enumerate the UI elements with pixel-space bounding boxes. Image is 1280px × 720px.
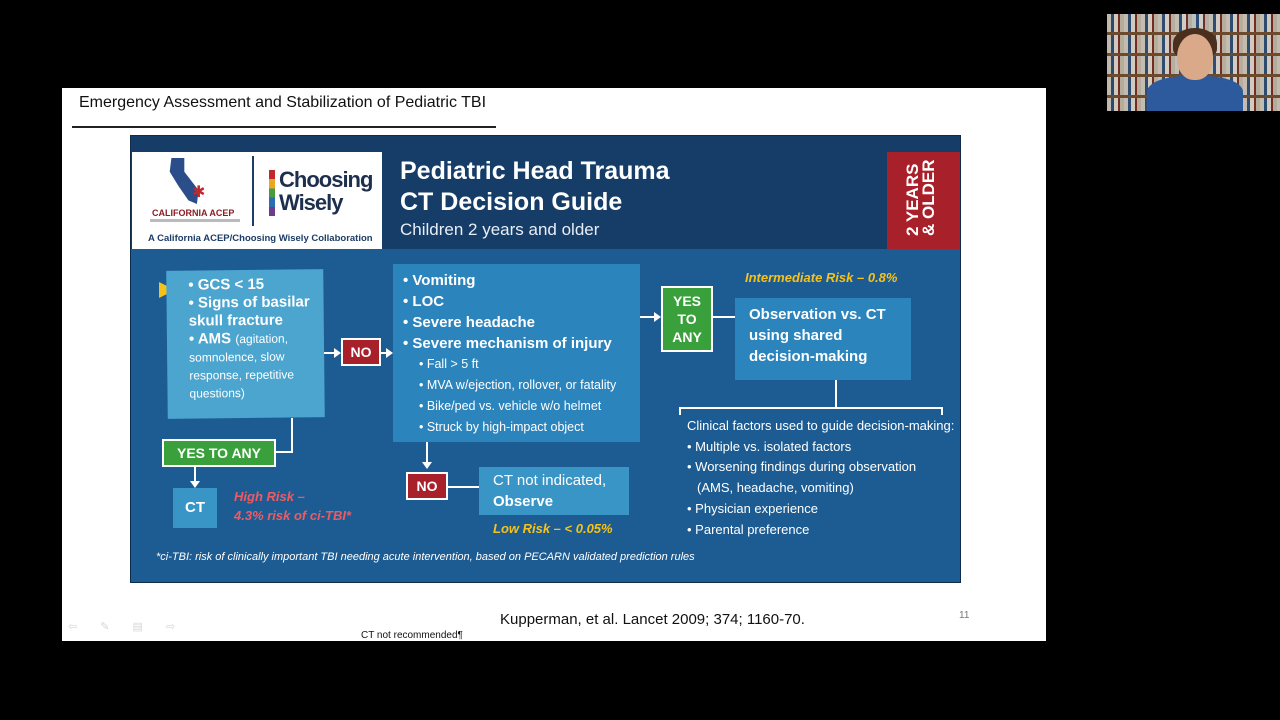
choosing-wisely-logo: Choosing Wisely: [279, 167, 373, 215]
choosing-wisely-color-bars: [269, 170, 275, 216]
logo-tagline-bar: [150, 219, 240, 222]
speaker-note: CT not recommended¶: [361, 630, 463, 641]
ct-not-indicated-text: CT not indicated,: [493, 472, 607, 489]
connector-line: [381, 352, 388, 354]
mechanism-mva: • MVA w/ejection, rollover, or fatality: [419, 378, 617, 392]
factor-item: • Physician experience: [687, 500, 819, 516]
slide-title: Emergency Assessment and Stabilization o…: [79, 94, 487, 111]
california-acep-logo: CALIFORNIA ACEP: [152, 208, 235, 218]
yes-to-any-tag: YES TO ANY: [162, 439, 276, 467]
connector-line: [194, 467, 196, 483]
connector-line: [426, 442, 428, 464]
intermediate-risk-criteria-box: • Vomiting • LOC • Severe headache • Sev…: [393, 264, 640, 442]
criterion-vomiting: • Vomiting: [403, 272, 476, 289]
footnote: *ci-TBI: risk of clinically important TB…: [156, 551, 695, 563]
bracket-line: [941, 407, 943, 415]
guide-title: Pediatric Head Trauma CT Decision Guide: [400, 156, 670, 218]
criterion-headache: • Severe headache: [403, 314, 535, 331]
ct-not-indicated-box: CT not indicated, Observe: [479, 467, 629, 515]
age-band-label: 2 YEARS & OLDER: [903, 159, 938, 237]
clinical-factors-list: Clinical factors used to guide decision-…: [687, 416, 954, 540]
guide-subtitle: Children 2 years and older: [400, 220, 600, 239]
intermediate-risk-label: Intermediate Risk – 0.8%: [745, 270, 898, 285]
presenter-webcam: [1107, 14, 1280, 111]
connector-line: [713, 316, 735, 318]
high-risk-label-line-1: High Risk –: [234, 489, 305, 504]
citation: Kupperman, et al. Lancet 2009; 374; 1160…: [500, 611, 805, 628]
criterion-ams-label: • AMS: [188, 330, 232, 348]
observation-text: Observation vs. CT using shared decision…: [749, 306, 886, 365]
star-of-life-icon: ✱: [192, 184, 206, 201]
high-risk-label-line-2: 4.3% risk of ci-TBI*: [234, 508, 352, 523]
connector-line: [291, 418, 293, 452]
yes-to-any-tag-label: YES TO ANY: [672, 293, 702, 345]
logo-divider: [252, 156, 254, 226]
criterion-basilar-fracture: • Signs of basilar skull fracture: [188, 293, 310, 330]
presenter-body: [1147, 76, 1243, 111]
yes-to-any-tag: YES TO ANY: [661, 286, 713, 352]
logo-panel: ✱ CALIFORNIA ACEP Choosing Wisely A Cali…: [132, 152, 382, 249]
connector-line: [324, 352, 336, 354]
bookshelf: [1107, 14, 1280, 32]
arrow-head-icon: [386, 348, 393, 358]
high-risk-label: High Risk – 4.3% risk of ci-TBI*: [234, 487, 351, 525]
slideshow-toolbar[interactable]: ⇦ ✎ ▤ ⇨: [68, 621, 186, 633]
mechanism-fall: • Fall > 5 ft: [419, 357, 479, 371]
guide-title-line-1: Pediatric Head Trauma: [400, 157, 670, 185]
factor-item: • Parental preference: [687, 521, 810, 537]
title-underline: [72, 126, 496, 128]
mechanism-struck: • Struck by high-impact object: [419, 420, 584, 434]
mechanism-bike-ped: • Bike/ped vs. vehicle w/o helmet: [419, 399, 602, 413]
factor-item: • Multiple vs. isolated factors: [687, 438, 852, 454]
high-risk-criteria-box: • GCS < 15 • Signs of basilar skull frac…: [166, 269, 325, 419]
guide-title-line-2: CT Decision Guide: [400, 188, 623, 216]
collaboration-text: A California ACEP/Choosing Wisely Collab…: [148, 233, 373, 244]
criterion-mechanism: • Severe mechanism of injury: [403, 335, 612, 352]
presenter-face: [1177, 34, 1213, 80]
connector-line: [640, 316, 656, 318]
bracket-line: [679, 407, 943, 409]
criterion-gcs: • GCS < 15: [188, 275, 265, 294]
bracket-line: [679, 407, 681, 415]
arrow-head-icon: [654, 312, 661, 322]
clinical-factors-heading: Clinical factors used to guide decision-…: [687, 418, 955, 433]
factor-item: (AMS, headache, vomiting): [697, 480, 854, 496]
no-tag: NO: [406, 472, 448, 500]
observe-text: Observe: [493, 493, 554, 510]
page-number: 11: [959, 610, 970, 621]
low-risk-label: Low Risk – < 0.05%: [493, 521, 613, 536]
connector-line: [835, 380, 837, 407]
observation-box: Observation vs. CT using shared decision…: [735, 298, 911, 380]
connector-line: [276, 451, 293, 453]
no-tag: NO: [341, 338, 381, 366]
criterion-loc: • LOC: [403, 293, 445, 310]
ct-box: CT: [173, 488, 217, 528]
ct-decision-guide: ✱ CALIFORNIA ACEP Choosing Wisely A Cali…: [130, 135, 961, 583]
arrow-head-icon: [190, 481, 200, 488]
age-band: 2 YEARS & OLDER: [887, 152, 960, 249]
criterion-ams: • AMS (agitation, somnolence, slow respo…: [189, 329, 320, 402]
factor-item: • Worsening findings during observation: [687, 459, 917, 475]
connector-line: [448, 486, 479, 488]
arrow-head-icon: [422, 462, 432, 469]
arrow-head-icon: [334, 348, 341, 358]
